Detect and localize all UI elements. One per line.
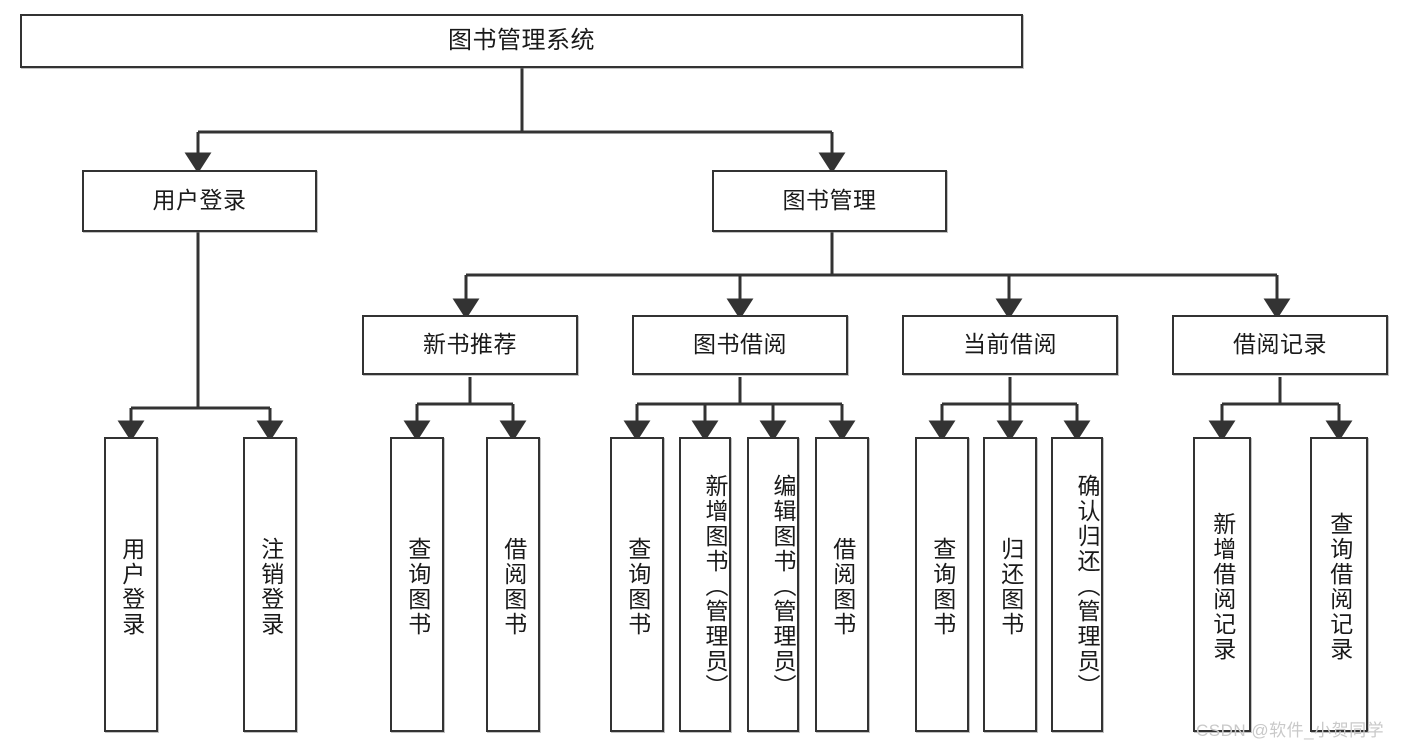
node-borrow-record[interactable]: 借阅记录 — [1172, 315, 1388, 375]
leaf-add-book-admin[interactable]: 新增图书（管理员） — [679, 437, 731, 732]
leaf-query-book-recommend[interactable]: 查询图书 — [390, 437, 444, 732]
node-book-borrow[interactable]: 图书借阅 — [632, 315, 848, 375]
node-new-book-recommend[interactable]: 新书推荐 — [362, 315, 578, 375]
leaf-query-book-borrow[interactable]: 查询图书 — [610, 437, 664, 732]
leaf-logout[interactable]: 注销登录 — [243, 437, 297, 732]
leaf-user-login[interactable]: 用户登录 — [104, 437, 158, 732]
leaf-borrow-book-recommend[interactable]: 借阅图书 — [486, 437, 540, 732]
node-user-login[interactable]: 用户登录 — [82, 170, 317, 232]
leaf-query-borrow-record[interactable]: 查询借阅记录 — [1310, 437, 1368, 732]
leaf-edit-book-admin[interactable]: 编辑图书（管理员） — [747, 437, 799, 732]
leaf-borrow-book-borrow[interactable]: 借阅图书 — [815, 437, 869, 732]
node-root-system[interactable]: 图书管理系统 — [20, 14, 1023, 68]
node-book-management[interactable]: 图书管理 — [712, 170, 947, 232]
leaf-query-book-current[interactable]: 查询图书 — [915, 437, 969, 732]
node-current-borrow[interactable]: 当前借阅 — [902, 315, 1118, 375]
watermark-credit: CSDN @软件_小贺同学 — [1196, 721, 1385, 740]
leaf-confirm-return-admin[interactable]: 确认归还（管理员） — [1051, 437, 1103, 732]
leaf-return-book[interactable]: 归还图书 — [983, 437, 1037, 732]
leaf-add-borrow-record[interactable]: 新增借阅记录 — [1193, 437, 1251, 732]
